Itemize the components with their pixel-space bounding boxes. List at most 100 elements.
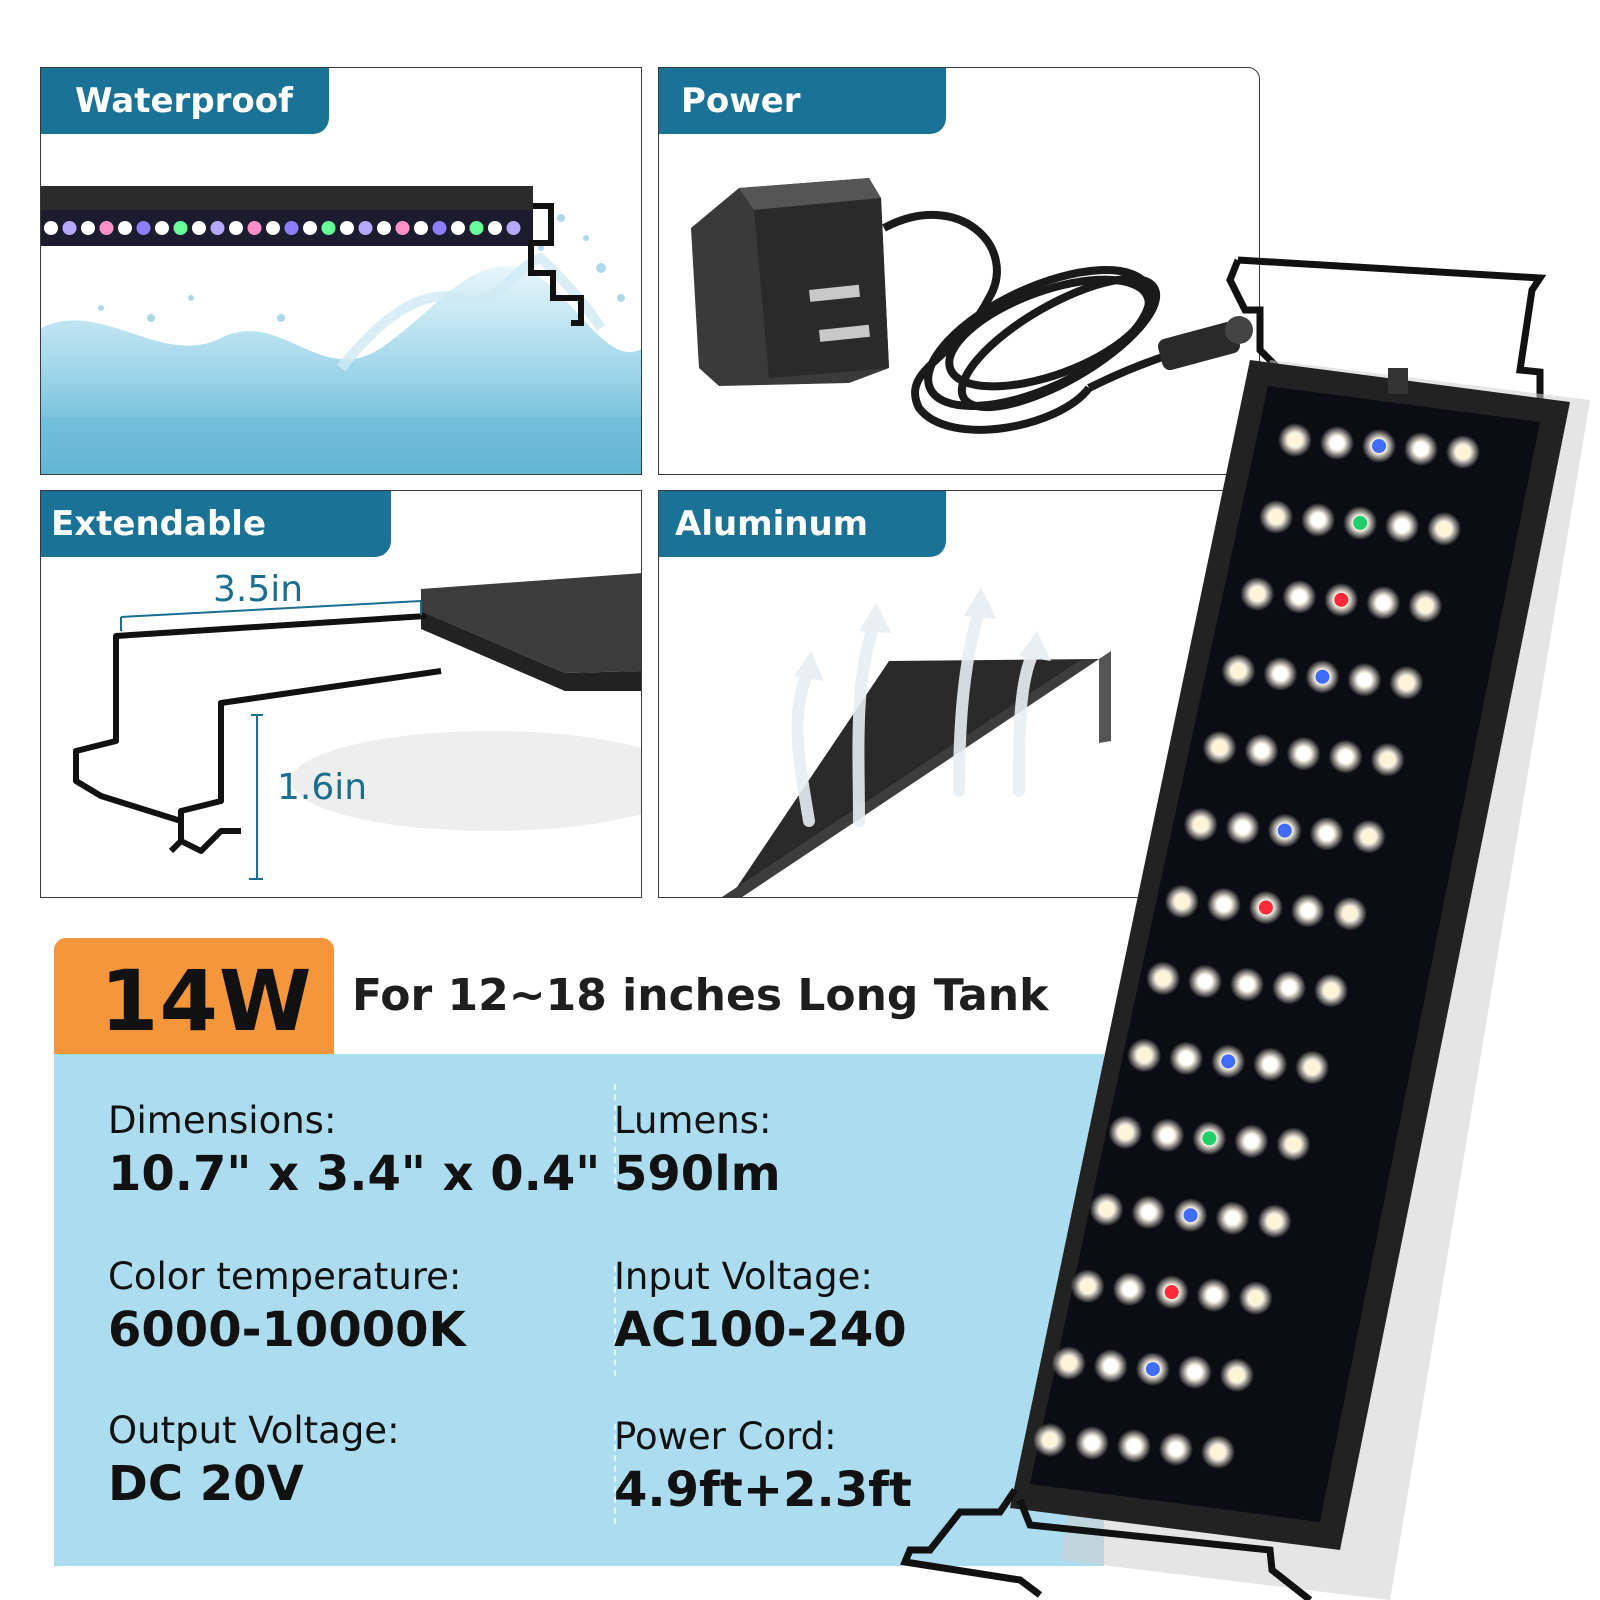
led-dot [414,221,428,235]
led-dot [284,221,299,235]
led-dot [1277,823,1292,838]
led-dot [1300,903,1315,918]
led-dot [81,221,95,235]
led-dot [377,221,391,235]
led-dot [1160,1128,1175,1143]
led-dot [1334,592,1349,607]
led-dot [1263,1057,1278,1072]
led-dot [1353,515,1368,530]
spec-divider [614,1266,616,1376]
wattage-value: 14W [100,952,313,1050]
extendable-bracket-panel: Extendable Bracket 3.5in 1.6in [40,490,642,898]
led-dot [1399,675,1414,690]
led-dot [1229,1368,1244,1383]
led-dot [1225,1211,1240,1226]
spec-label: Lumens: [614,1099,772,1142]
led-dot [62,221,77,235]
extendable-bracket-tab: Extendable Bracket [41,491,391,610]
led-dot [469,221,484,235]
spec-label: Dimensions: [108,1099,337,1142]
led-dot [1211,1445,1225,1459]
spec-output-voltage: Output Voltage: DC 20V [108,1408,400,1514]
led-dot [1456,445,1470,459]
led-dot [1174,894,1189,909]
spec-value: 590lm [614,1146,781,1202]
led-dot [1244,1134,1259,1149]
led-dot [1361,829,1376,844]
led-dot [1418,598,1433,613]
led-dot [1212,740,1227,755]
led-dot [1258,900,1273,915]
power-adapter-tab: Power Adapter [659,68,946,187]
led-dot [1122,1282,1137,1297]
led-dot [1231,663,1246,678]
led-dot [1254,743,1269,758]
led-dot [506,221,521,235]
led-dot [44,221,58,235]
led-dot [1269,509,1284,524]
led-dot [1248,1291,1263,1306]
led-dot [1315,669,1330,684]
led-dot [1235,820,1250,835]
led-dot [1085,1436,1099,1450]
led-dot [1357,672,1372,687]
led-dot [1305,1060,1320,1075]
spec-value: 10.7" x 3.4" x 0.4" [108,1146,601,1202]
led-dot [1288,433,1302,447]
led-dot [340,221,354,235]
led-light-bar-icon [900,256,1590,1600]
spec-label: Color temperature: [108,1255,462,1298]
led-dot [1221,1054,1236,1069]
led-dot [1437,521,1452,536]
led-dot [1169,1442,1183,1456]
led-dot [118,221,132,235]
specs-box: Dimensions: 10.7" x 3.4" x 0.4" Lumens: … [54,1054,1104,1566]
led-dot [1193,817,1208,832]
spec-label: Input Voltage: [614,1255,873,1298]
spec-label: Power Cord: [614,1415,837,1458]
led-dot [1267,1214,1282,1229]
led-dot [1141,1205,1156,1220]
heat-arrow-icon [722,587,1111,897]
led-dot [303,221,317,235]
led-dot [1338,749,1353,764]
aluminum-shell-tab: Aluminum Shell [659,491,946,610]
led-dot [1183,1208,1198,1223]
spec-value: 4.9ft+2.3ft [614,1462,912,1518]
led-dot [1376,595,1391,610]
water-splash-icon [41,186,641,474]
led-dot [1127,1439,1141,1453]
led-dot [1395,518,1410,533]
led-dot [229,221,243,235]
led-dot [395,221,410,235]
spec-label: Output Voltage: [108,1409,400,1452]
led-dot [1043,1433,1057,1447]
led-dot [1099,1202,1114,1217]
spec-input-voltage: Input Voltage: AC100-240 [614,1254,907,1360]
led-dot [1061,1356,1076,1371]
led-dot [192,221,206,235]
led-dot [1311,512,1326,527]
led-dot [1324,983,1339,998]
led-dot [1118,1125,1133,1140]
spec-lumens: Lumens: 590lm [614,1098,781,1204]
led-dot [1296,746,1311,761]
bracket-icon [73,573,641,880]
led-dot [1319,826,1334,841]
led-dot [1202,1131,1217,1146]
led-dot [358,221,373,235]
led-dot [1187,1365,1202,1380]
led-dot [432,221,447,235]
led-dot [1179,1051,1194,1066]
led-dot [1216,897,1231,912]
wattage-badge: 14W [54,938,334,1054]
spec-dimensions: Dimensions: 10.7" x 3.4" x 0.4" [108,1098,600,1204]
led-dot [1286,1137,1301,1152]
led-dot [99,221,114,235]
bracket-width-label: 3.5in [213,569,304,610]
spec-divider [614,1084,616,1184]
led-dot [321,221,336,235]
spec-value: DC 20V [108,1456,304,1512]
led-dot [136,221,151,235]
spec-value: 6000-10000K [108,1302,466,1358]
